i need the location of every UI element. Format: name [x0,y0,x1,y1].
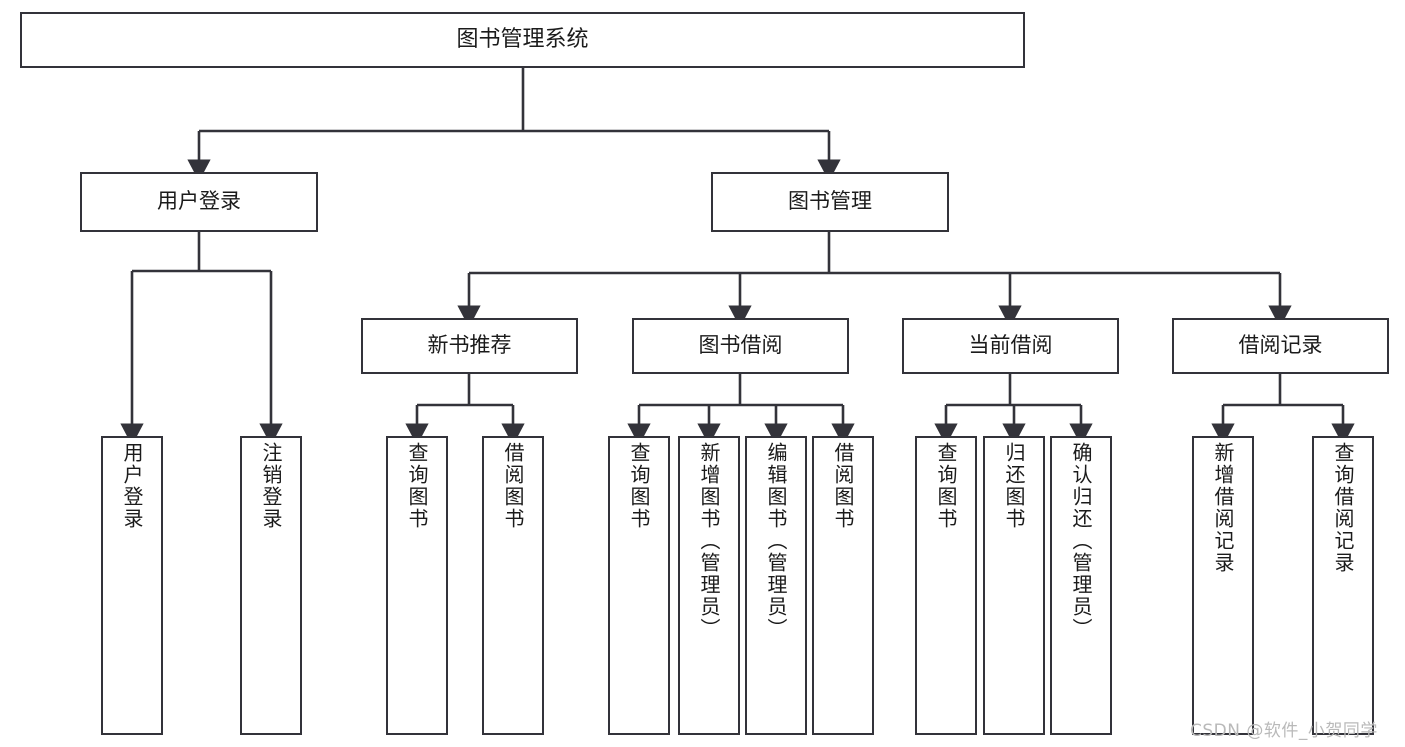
node-leaf-edit-book-admin[interactable]: 编辑图书（管理员） [745,436,807,735]
node-leaf-query-book-recommend[interactable]: 查询图书 [386,436,448,735]
node-user-login-label: 用户登录 [157,189,241,214]
node-leaf-query-book-borrow[interactable]: 查询图书 [608,436,670,735]
node-leaf-borrow-book-recommend[interactable]: 借阅图书 [482,436,544,735]
node-leaf-user-login-label: 用户登录 [120,442,144,530]
node-leaf-query-borrow-record-label: 查询借阅记录 [1331,442,1355,574]
node-leaf-query-book-recommend-label: 查询图书 [405,442,429,530]
node-root[interactable]: 图书管理系统 [20,12,1025,68]
node-book-borrow-label: 图书借阅 [698,333,783,358]
node-leaf-borrow-book[interactable]: 借阅图书 [812,436,874,735]
node-book-borrow[interactable]: 图书借阅 [632,318,849,374]
node-leaf-logout-label: 注销登录 [259,442,283,530]
node-leaf-edit-book-admin-label: 编辑图书（管理员） [764,442,788,640]
node-borrow-record[interactable]: 借阅记录 [1172,318,1389,374]
node-leaf-add-borrow-record-label: 新增借阅记录 [1211,442,1235,574]
node-leaf-add-borrow-record[interactable]: 新增借阅记录 [1192,436,1254,735]
node-current-borrow-label: 当前借阅 [968,333,1053,358]
node-leaf-return-book[interactable]: 归还图书 [983,436,1045,735]
node-new-book-recommend[interactable]: 新书推荐 [361,318,578,374]
node-leaf-borrow-book-label: 借阅图书 [831,442,855,530]
node-leaf-borrow-book-recommend-label: 借阅图书 [501,442,525,530]
node-leaf-confirm-return-admin[interactable]: 确认归还（管理员） [1050,436,1112,735]
node-root-label: 图书管理系统 [456,26,589,52]
node-leaf-add-book-admin-label: 新增图书（管理员） [697,442,721,640]
node-leaf-user-login[interactable]: 用户登录 [101,436,163,735]
node-current-borrow[interactable]: 当前借阅 [902,318,1119,374]
node-book-management[interactable]: 图书管理 [711,172,949,232]
node-leaf-query-book-current[interactable]: 查询图书 [915,436,977,735]
node-borrow-record-label: 借阅记录 [1238,333,1323,358]
node-leaf-confirm-return-admin-label: 确认归还（管理员） [1069,442,1093,640]
node-new-book-recommend-label: 新书推荐 [427,333,512,358]
node-leaf-query-borrow-record[interactable]: 查询借阅记录 [1312,436,1374,735]
node-leaf-query-book-current-label: 查询图书 [934,442,958,530]
csdn-watermark: CSDN @软件_小贺同学 [1190,721,1378,741]
node-leaf-query-book-borrow-label: 查询图书 [627,442,651,530]
node-book-management-label: 图书管理 [788,189,872,214]
node-leaf-logout[interactable]: 注销登录 [240,436,302,735]
node-leaf-add-book-admin[interactable]: 新增图书（管理员） [678,436,740,735]
node-leaf-return-book-label: 归还图书 [1002,442,1026,530]
node-user-login[interactable]: 用户登录 [80,172,318,232]
